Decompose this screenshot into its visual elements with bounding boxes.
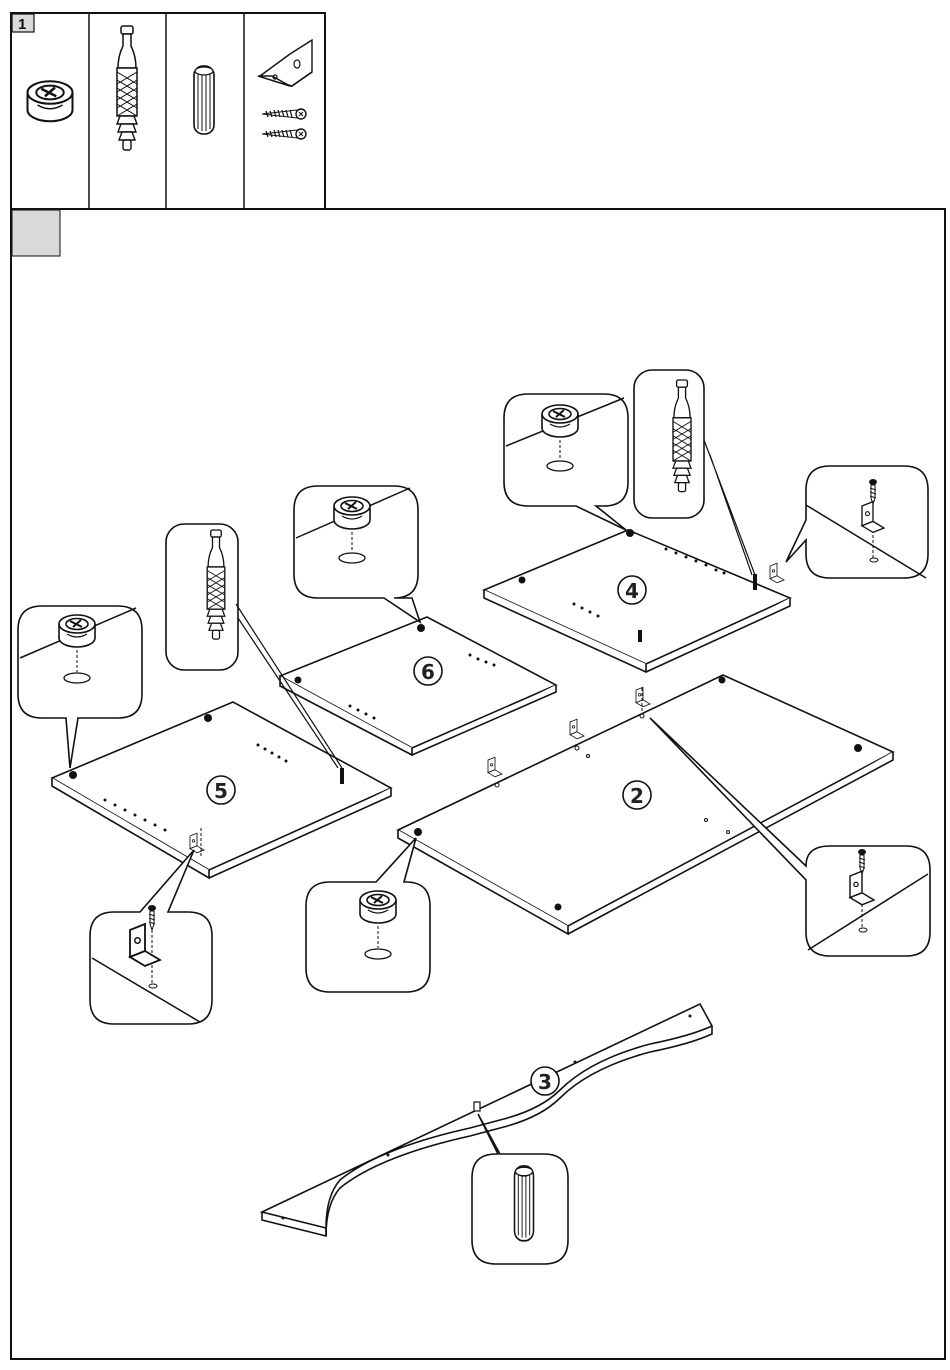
callout-bracket-panel-4 [786, 466, 928, 578]
panel-6-label: 6 [421, 660, 435, 684]
step-badge-2 [12, 210, 60, 256]
panel-2-label: 2 [630, 784, 644, 808]
hardware-box: 1 [11, 13, 325, 209]
panel-4-label: 4 [625, 579, 639, 603]
step-number: 1 [18, 16, 26, 33]
wooden-dowel-icon [194, 66, 214, 134]
panel-5-label: 5 [214, 779, 228, 803]
cam-lock-icon [28, 81, 73, 121]
panel-3-label: 3 [538, 1070, 552, 1094]
